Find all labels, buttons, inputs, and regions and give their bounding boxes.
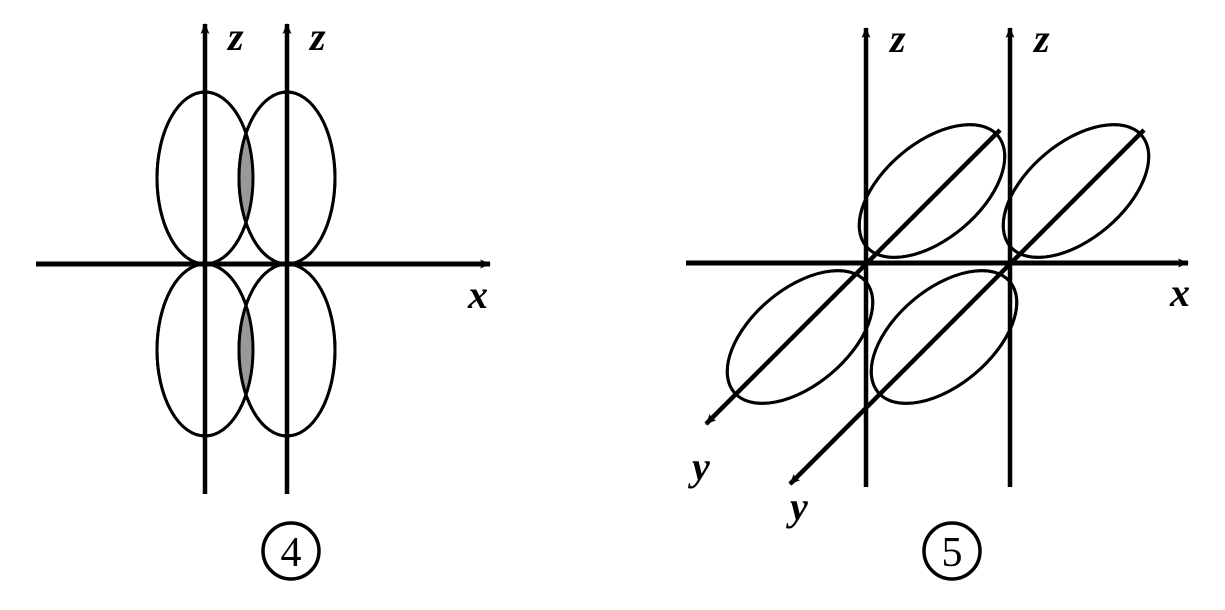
y-axis-left-label: y (688, 444, 710, 489)
figure-5-group: z z x y y 5 (686, 16, 1190, 581)
z-axis-right-label: z (308, 14, 326, 59)
y-axis-right-figure-5 (788, 128, 1146, 486)
figure-4-group: z z x 4 (36, 14, 491, 581)
z-axis-left-label: z (226, 14, 244, 59)
figure-5-number-badge: 5 (922, 521, 982, 581)
figure-5-number-circle (922, 521, 982, 581)
figure-4-number-badge: 4 (261, 521, 321, 581)
figure-4-number-text: 4 (281, 530, 302, 576)
y-axis-left-figure-5 (704, 128, 1002, 426)
z-axis-right-label-figure-5: z (1032, 16, 1050, 61)
y-axis-right-label: y (786, 484, 808, 529)
figure-5-number-text: 5 (942, 530, 963, 576)
figure-4-number-circle (261, 521, 321, 581)
x-axis-label-figure-5: x (1169, 270, 1190, 315)
x-axis-label-figure-4: x (467, 272, 488, 317)
z-axis-left-label-figure-5: z (888, 16, 906, 61)
